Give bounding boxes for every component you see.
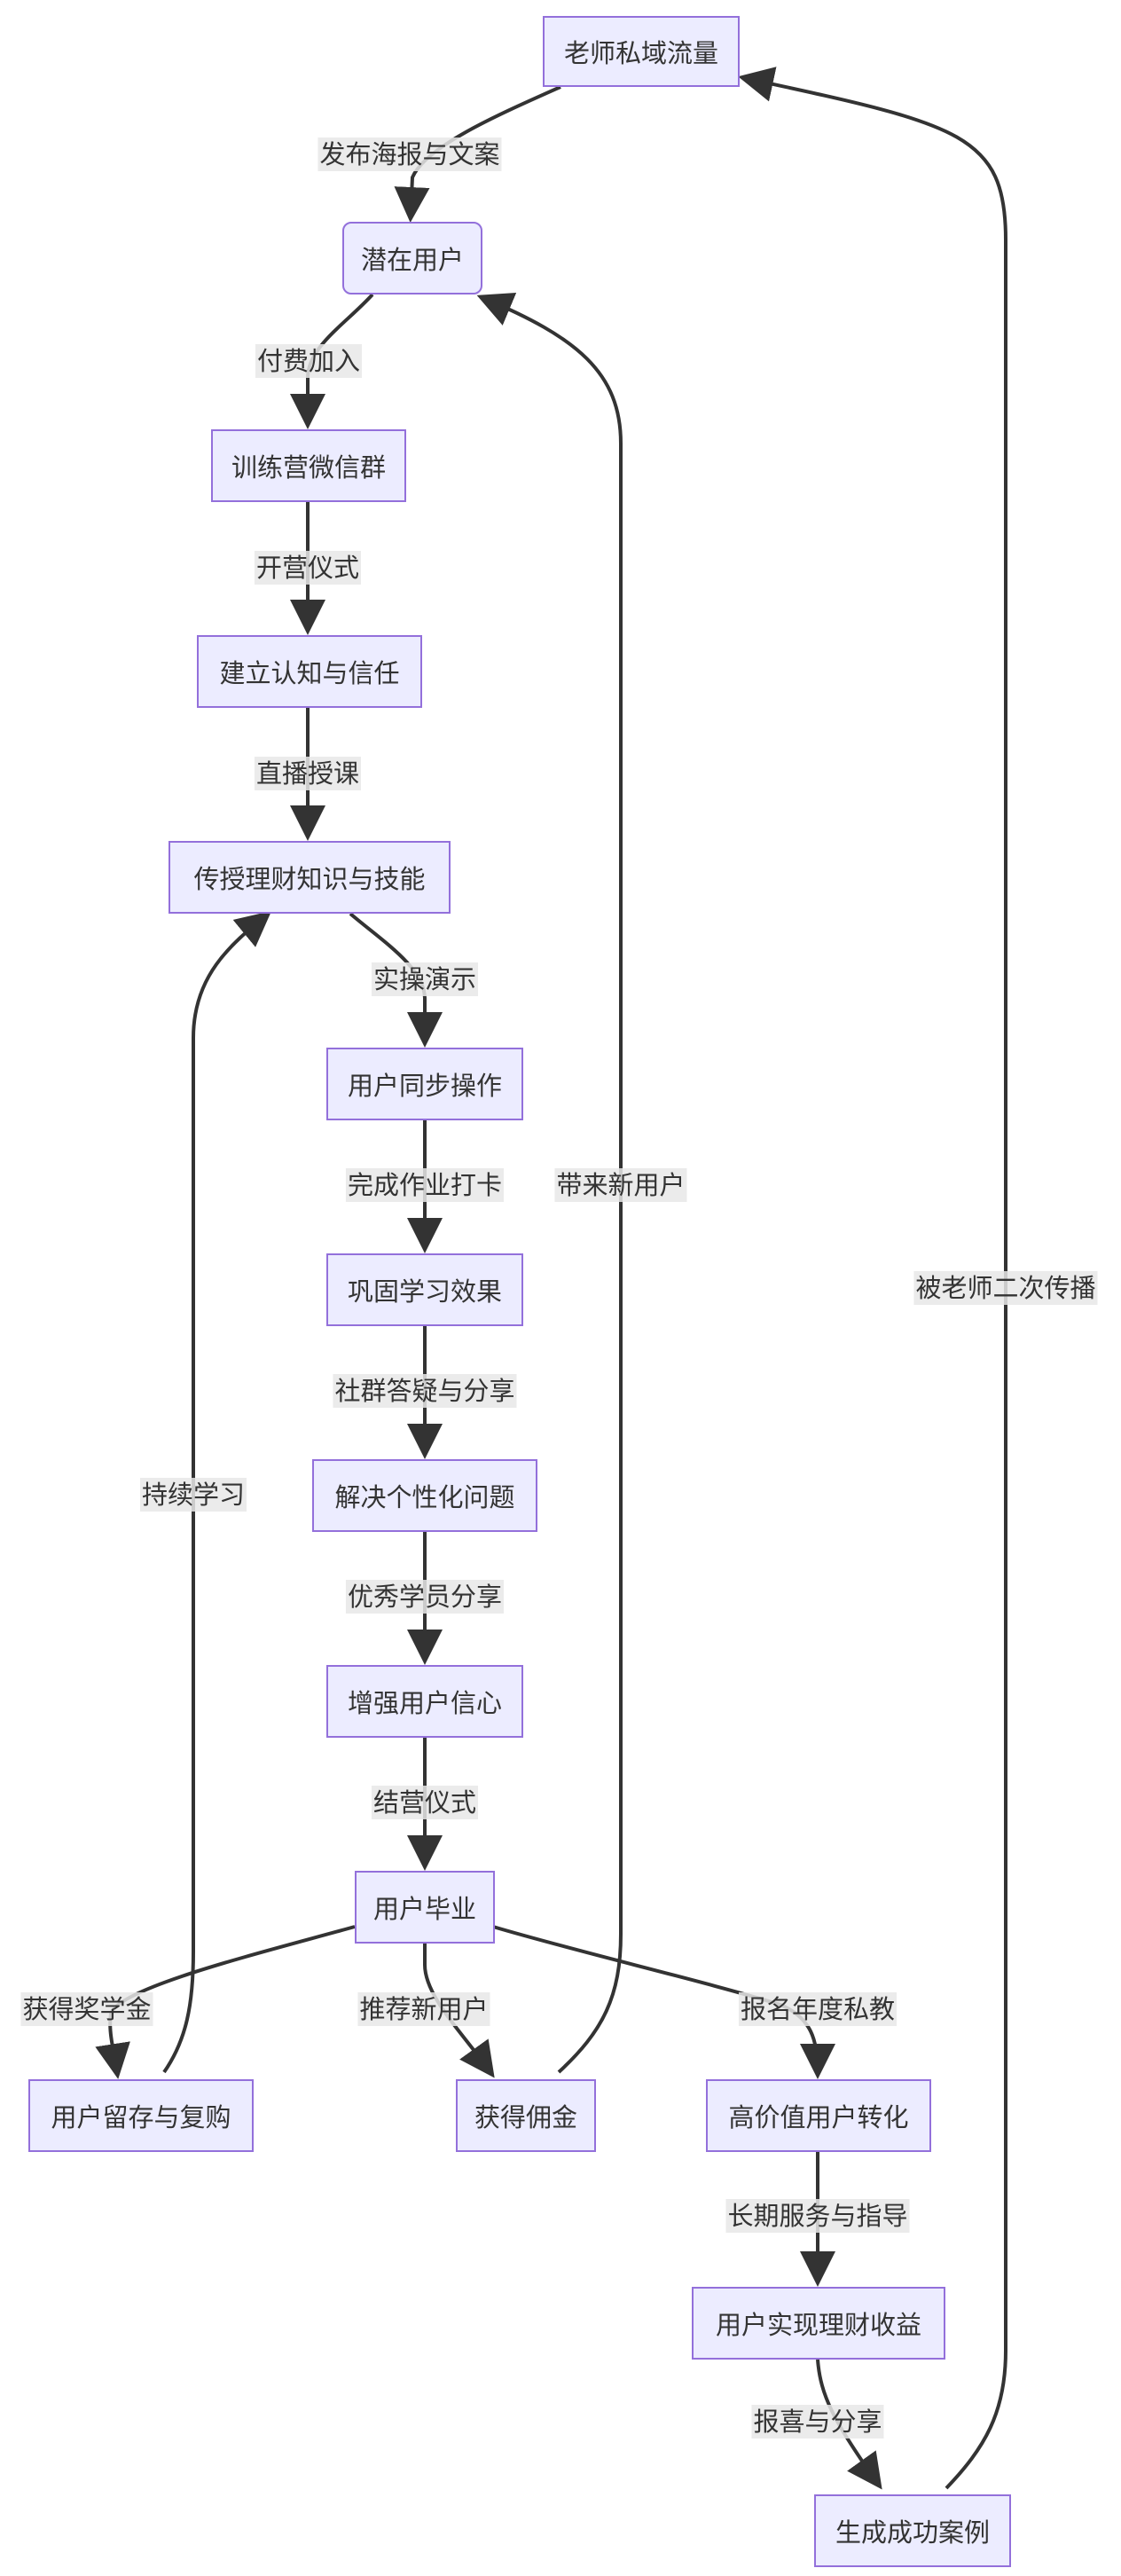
edge-post-poster <box>394 85 561 223</box>
node-high-value: 高价值用户转化 <box>706 2079 931 2152</box>
node-commission: 获得佣金 <box>456 2079 596 2152</box>
label-pay-join: 付费加入 <box>255 344 363 378</box>
label-star-share: 优秀学员分享 <box>345 1580 505 1614</box>
label-enroll: 报名年度私教 <box>738 1992 898 2026</box>
node-consolidate: 巩固学习效果 <box>326 1253 523 1326</box>
node-wechat-group: 训练营微信群 <box>211 429 406 502</box>
node-teach-skills: 传授理财知识与技能 <box>169 841 451 914</box>
node-retention: 用户留存与复购 <box>28 2079 254 2152</box>
label-demo: 实操演示 <box>371 962 479 996</box>
node-user-sync: 用户同步操作 <box>326 1048 523 1120</box>
label-opening: 开营仪式 <box>254 551 362 585</box>
edge-bring-users <box>476 292 623 2074</box>
node-build-trust: 建立认知与信任 <box>197 635 422 708</box>
edge-re-spread <box>738 67 1007 2490</box>
label-good-news: 报喜与分享 <box>751 2405 884 2439</box>
edge-keep-learning <box>162 910 272 2074</box>
node-solve-problems: 解决个性化问题 <box>312 1459 537 1532</box>
label-live-class: 直播授课 <box>254 757 362 790</box>
node-boost-confidence: 增强用户信心 <box>326 1665 523 1738</box>
label-keep-learning: 持续学习 <box>139 1478 247 1512</box>
label-scholarship: 获得奖学金 <box>20 1992 153 2026</box>
node-potential-users: 潜在用户 <box>342 222 482 295</box>
label-refer: 推荐新用户 <box>357 1992 490 2026</box>
node-graduation: 用户毕业 <box>355 1871 495 1944</box>
label-bring-users: 带来新用户 <box>554 1168 687 1202</box>
label-post-poster: 发布海报与文案 <box>317 137 502 171</box>
label-long-service: 长期服务与指导 <box>725 2199 910 2233</box>
node-teacher-traffic: 老师私域流量 <box>543 16 740 87</box>
label-closing: 结营仪式 <box>371 1786 479 1819</box>
node-success-cases: 生成成功案例 <box>814 2494 1011 2567</box>
label-qa-share: 社群答疑与分享 <box>333 1374 517 1408</box>
label-re-spread: 被老师二次传播 <box>913 1271 1098 1305</box>
label-homework: 完成作业打卡 <box>345 1168 505 1202</box>
node-earn-returns: 用户实现理财收益 <box>692 2287 945 2360</box>
